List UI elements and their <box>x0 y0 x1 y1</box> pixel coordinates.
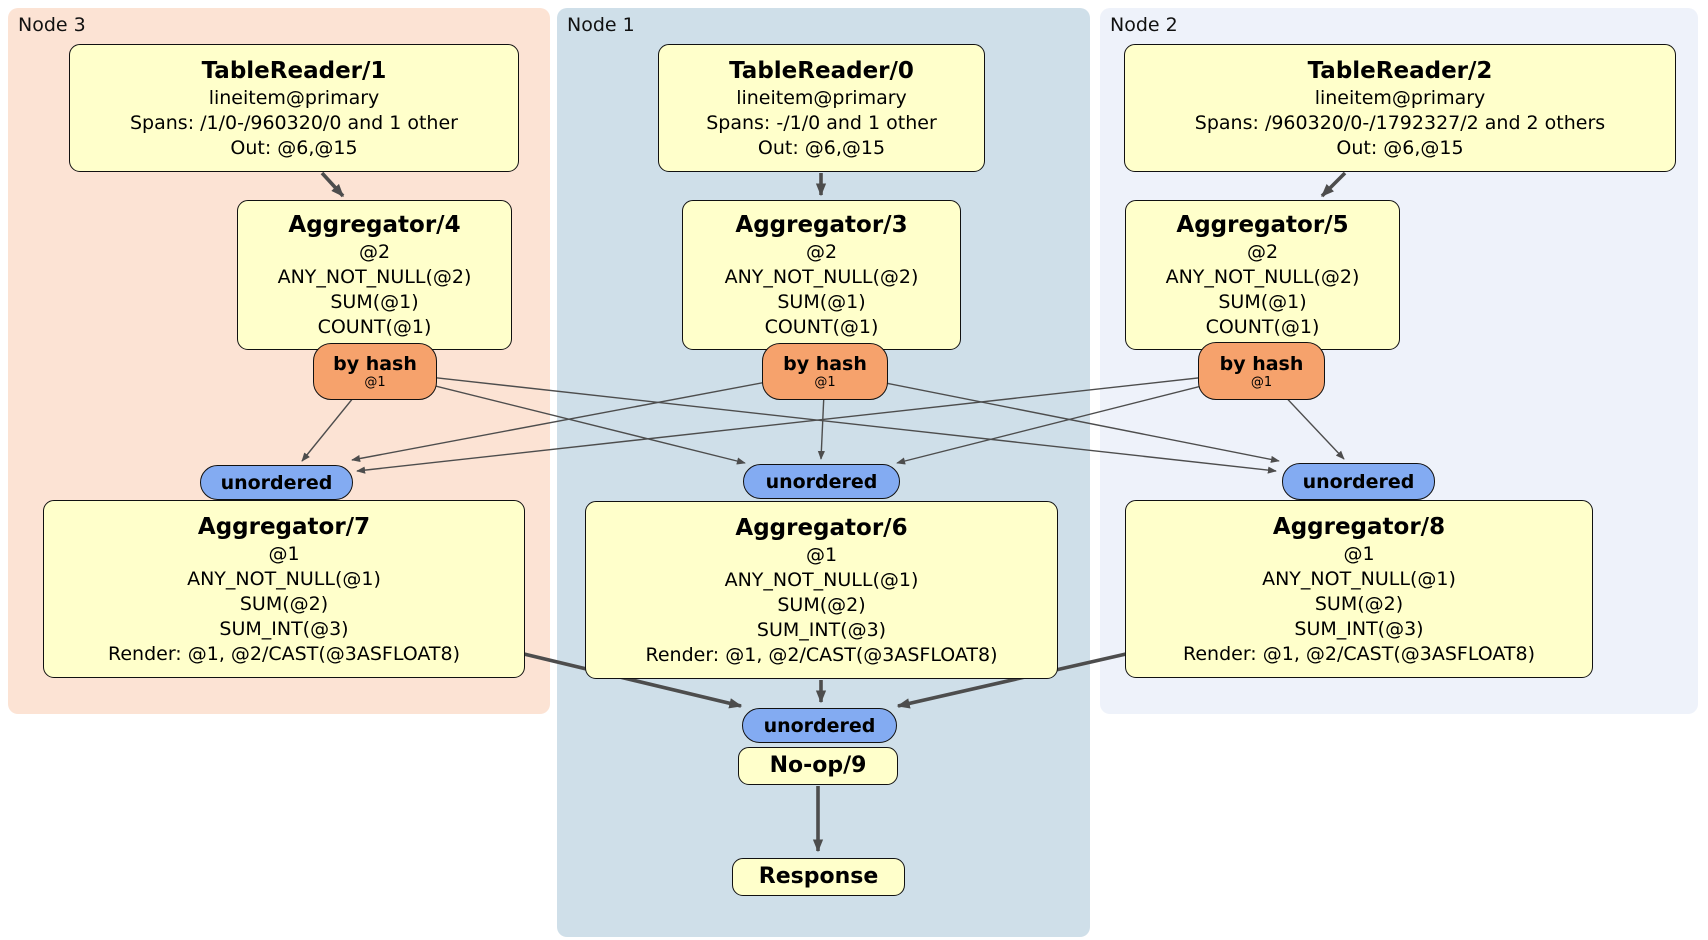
sync-unordered-node2: unordered <box>1282 463 1435 500</box>
processor-detail-line: @1 <box>268 542 300 565</box>
processor-detail-line: @1 <box>805 543 838 566</box>
processor-detail-line: SUM(@2) <box>777 593 866 616</box>
processor-detail-line: SUM_INT(@3) <box>1294 617 1424 640</box>
router-label: by hash <box>333 353 417 375</box>
processor-tablereader-2: TableReader/2 lineitem@primary Spans: /9… <box>1124 44 1676 172</box>
sync-unordered-node1: unordered <box>743 464 900 499</box>
processor-detail-line: ANY_NOT_NULL(@2) <box>1165 266 1360 288</box>
processor-detail-line: SUM(@2) <box>239 592 329 615</box>
processor-detail-line: ANY_NOT_NULL(@1) <box>724 568 919 591</box>
processor-title: TableReader/2 <box>1307 57 1493 84</box>
router-stream-key: @1 <box>1250 374 1273 390</box>
processor-aggregator-3: Aggregator/3 @2 ANY_NOT_NULL(@2) SUM(@1)… <box>682 200 961 350</box>
response-node: Response <box>732 858 905 896</box>
processor-detail-line: SUM(@2) <box>1314 592 1404 615</box>
processor-detail-line: Out: @6,@15 <box>230 136 358 159</box>
processor-title: TableReader/0 <box>729 57 914 84</box>
processor-aggregator-7: Aggregator/7 @1 ANY_NOT_NULL(@1) SUM(@2)… <box>43 500 525 678</box>
processor-title: Response <box>758 864 879 889</box>
processor-aggregator-8: Aggregator/8 @1 ANY_NOT_NULL(@1) SUM(@2)… <box>1125 500 1593 678</box>
processor-title: Aggregator/4 <box>288 212 461 238</box>
processor-detail-line: Out: @6,@15 <box>757 136 886 159</box>
processor-detail-line: ANY_NOT_NULL(@2) <box>277 266 472 288</box>
processor-detail-line: COUNT(@1) <box>1205 316 1320 338</box>
processor-title: Aggregator/5 <box>1176 212 1349 238</box>
processor-detail-line: Spans: /960320/0-/1792327/2 and 2 others <box>1194 111 1606 134</box>
processor-title: Aggregator/6 <box>735 514 908 541</box>
processor-detail-line: @2 <box>358 241 391 263</box>
router-label: by hash <box>1219 352 1304 375</box>
processor-detail-line: ANY_NOT_NULL(@1) <box>187 567 381 590</box>
processor-detail-line: @2 <box>805 241 838 263</box>
processor-title: TableReader/1 <box>201 57 387 84</box>
processor-detail-line: @2 <box>1246 241 1279 263</box>
processor-detail-line: COUNT(@1) <box>317 316 432 338</box>
node-region-label: Node 2 <box>1110 14 1178 36</box>
processor-detail-line: Spans: -/1/0 and 1 other <box>706 111 937 134</box>
router-by-hash-node1: by hash @1 <box>762 343 888 400</box>
processor-title: Aggregator/3 <box>735 212 908 238</box>
node-region-label: Node 1 <box>567 14 635 36</box>
processor-detail-line: SUM_INT(@3) <box>756 618 887 641</box>
sync-unordered-final: unordered <box>742 708 897 743</box>
processor-title: Aggregator/7 <box>197 513 371 540</box>
processor-detail-line: lineitem@primary <box>1314 86 1486 109</box>
processor-detail-line: Render: @1, @2/CAST(@3ASFLOAT8) <box>108 642 460 665</box>
router-stream-key: @1 <box>814 375 836 390</box>
processor-detail-line: ANY_NOT_NULL(@2) <box>724 266 919 288</box>
processor-detail-line: COUNT(@1) <box>764 316 879 338</box>
processor-title: No-op/9 <box>769 753 867 778</box>
processor-detail-line: SUM(@1) <box>777 291 866 313</box>
node-region-label: Node 3 <box>18 14 86 36</box>
processor-aggregator-4: Aggregator/4 @2 ANY_NOT_NULL(@2) SUM(@1)… <box>237 200 512 350</box>
processor-detail-line: SUM_INT(@3) <box>219 617 349 640</box>
processor-detail-line: Spans: /1/0-/960320/0 and 1 other <box>130 111 458 134</box>
processor-aggregator-5: Aggregator/5 @2 ANY_NOT_NULL(@2) SUM(@1)… <box>1125 200 1400 350</box>
processor-tablereader-1: TableReader/1 lineitem@primary Spans: /1… <box>69 44 519 172</box>
processor-detail-line: @1 <box>1343 542 1375 565</box>
processor-detail-line: Out: @6,@15 <box>1336 136 1464 159</box>
processor-detail-line: SUM(@1) <box>1218 291 1307 313</box>
processor-aggregator-6: Aggregator/6 @1 ANY_NOT_NULL(@1) SUM(@2)… <box>585 501 1058 679</box>
processor-tablereader-0: TableReader/0 lineitem@primary Spans: -/… <box>658 44 985 172</box>
sync-unordered-node3: unordered <box>200 465 353 500</box>
router-by-hash-node2: by hash @1 <box>1198 342 1325 400</box>
processor-detail-line: ANY_NOT_NULL(@1) <box>1262 567 1456 590</box>
processor-detail-line: lineitem@primary <box>736 86 907 109</box>
processor-noop-9: No-op/9 <box>738 747 898 785</box>
router-by-hash-node3: by hash @1 <box>313 343 437 400</box>
processor-detail-line: lineitem@primary <box>208 86 380 109</box>
processor-detail-line: Render: @1, @2/CAST(@3ASFLOAT8) <box>1183 642 1535 665</box>
processor-title: Aggregator/8 <box>1272 513 1446 540</box>
router-stream-key: @1 <box>364 375 386 390</box>
processor-detail-line: Render: @1, @2/CAST(@3ASFLOAT8) <box>645 643 998 666</box>
processor-detail-line: SUM(@1) <box>330 291 419 313</box>
router-label: by hash <box>783 353 867 375</box>
